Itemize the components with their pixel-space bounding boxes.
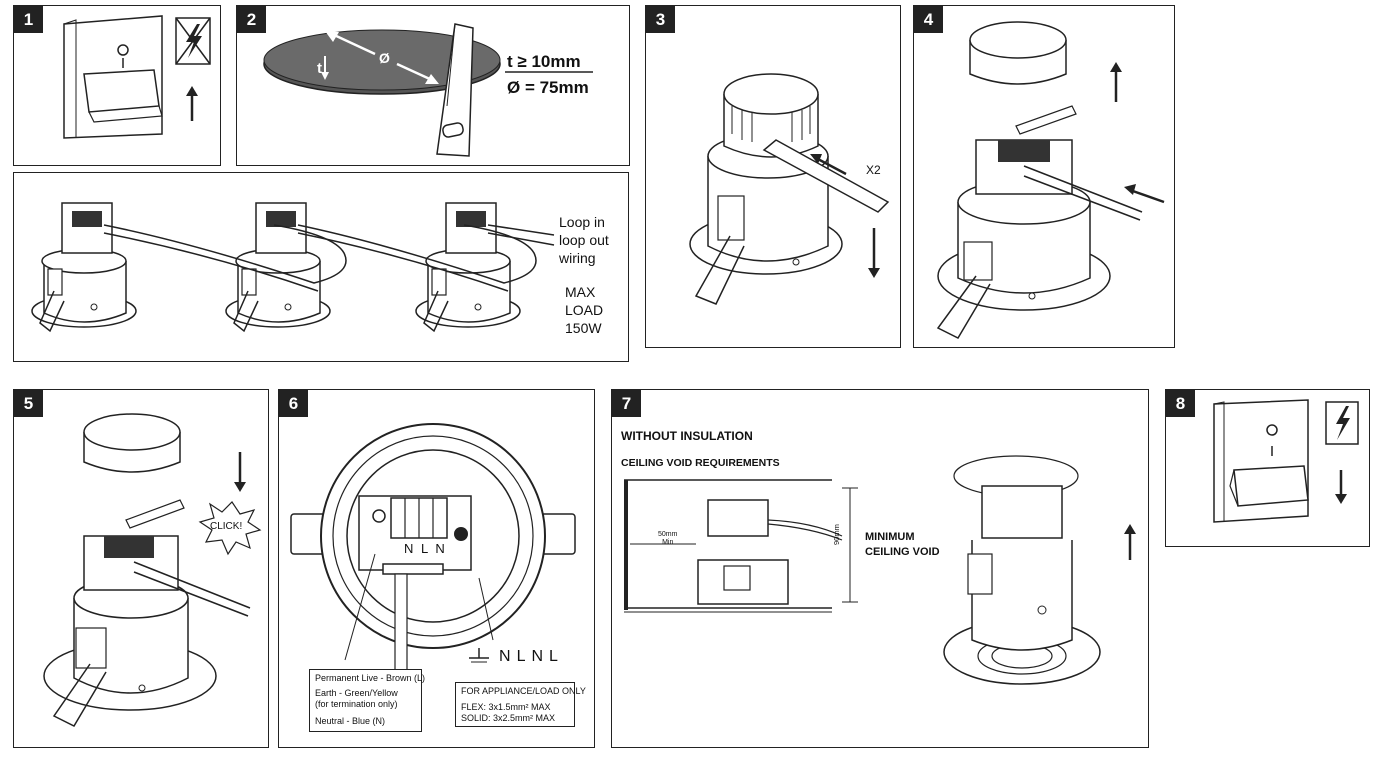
cable bbox=[133, 561, 251, 609]
arrow-down-icon bbox=[1335, 494, 1347, 504]
click-label: CLICK! bbox=[210, 521, 243, 532]
step-4-panel: 4 bbox=[913, 5, 1175, 348]
step-number: 4 bbox=[914, 6, 943, 33]
screwdriver-icon bbox=[762, 139, 890, 213]
thickness-requirement: t ≥ 10mm bbox=[507, 52, 581, 71]
remove-driver-illustration bbox=[689, 73, 890, 305]
downlight-unit bbox=[415, 202, 521, 333]
step-number: 2 bbox=[237, 6, 266, 33]
terminal-block bbox=[104, 536, 154, 558]
cut-hole-illustration bbox=[263, 23, 593, 157]
terminal-labels: NLNL bbox=[499, 648, 564, 665]
arrow-down-icon bbox=[868, 268, 880, 278]
lightning-icon bbox=[186, 24, 202, 58]
off-symbol-icon bbox=[1266, 424, 1278, 436]
section-subheading: CEILING VOID REQUIREMENTS bbox=[621, 457, 780, 469]
downlight-unit bbox=[31, 202, 137, 333]
cable bbox=[767, 519, 843, 537]
section-heading: WITHOUT INSULATION bbox=[621, 429, 753, 443]
saw-icon bbox=[436, 23, 474, 157]
lightning-icon bbox=[1336, 406, 1350, 440]
cable-colour-key: Permanent Live - Brown (L) Earth - Green… bbox=[309, 669, 425, 732]
connect-wiring-illustration bbox=[936, 21, 1165, 339]
appliance-note: FOR APPLIANCE/LOAD ONLY FLEX: 3x1.5mm² M… bbox=[455, 682, 586, 727]
step-7-panel: 7 WITHOUT INSULATION CEILING VOID REQUIR… bbox=[611, 389, 1149, 748]
step-number: 6 bbox=[279, 390, 308, 417]
arrow-up-icon bbox=[186, 86, 198, 96]
arrow-icon bbox=[1124, 184, 1136, 195]
thickness-mark: t bbox=[317, 60, 322, 77]
step-5-panel: 5 CLICK! bbox=[13, 389, 269, 748]
arrow-up-icon bbox=[1124, 524, 1136, 534]
loop-cable bbox=[103, 224, 555, 292]
arrow-icon bbox=[810, 154, 822, 164]
step-number: 5 bbox=[14, 390, 43, 417]
refit-driver-illustration bbox=[43, 413, 262, 727]
step-number: 7 bbox=[612, 390, 641, 417]
step-number: 8 bbox=[1166, 390, 1195, 417]
click-burst-icon bbox=[198, 501, 262, 556]
step-3-panel: 3 X2 bbox=[645, 5, 901, 348]
downlight-unit bbox=[225, 202, 331, 333]
ceiling-void-illustration bbox=[624, 455, 1136, 685]
isolate-power-switch-illustration bbox=[63, 15, 211, 139]
step-1-panel: 1 bbox=[13, 5, 221, 166]
arrow-down-icon bbox=[234, 482, 246, 492]
inner-terminal-labels: N L N bbox=[404, 541, 447, 556]
switch-rocker bbox=[83, 69, 160, 113]
step-number: 3 bbox=[646, 6, 675, 33]
off-symbol-icon bbox=[117, 44, 129, 56]
diameter-mark: Ø bbox=[379, 50, 390, 66]
depth-label: 90mm bbox=[832, 524, 841, 545]
cable bbox=[1023, 165, 1143, 213]
restore-power-switch-illustration bbox=[1213, 399, 1359, 523]
switch-rocker bbox=[1233, 465, 1309, 507]
cable-clamp bbox=[1015, 105, 1077, 135]
diameter-requirement: Ø = 75mm bbox=[507, 78, 589, 97]
driver bbox=[707, 499, 769, 537]
step-2-panel: 2 t Ø t ≥ 10mm Ø = 75mm bbox=[236, 5, 630, 166]
arrow-up-icon bbox=[1110, 62, 1122, 72]
terminal-block bbox=[998, 140, 1050, 162]
step-number: 1 bbox=[14, 6, 43, 33]
repeat-count: X2 bbox=[866, 163, 881, 177]
loop-wiring-illustration bbox=[31, 202, 555, 333]
step-8-panel: 8 bbox=[1165, 389, 1370, 547]
joist bbox=[624, 480, 628, 610]
terminal-wiring-illustration bbox=[290, 423, 585, 703]
step-6-panel: 6 N L N NLNL Permanent Live - Brown (L) … bbox=[278, 389, 595, 748]
